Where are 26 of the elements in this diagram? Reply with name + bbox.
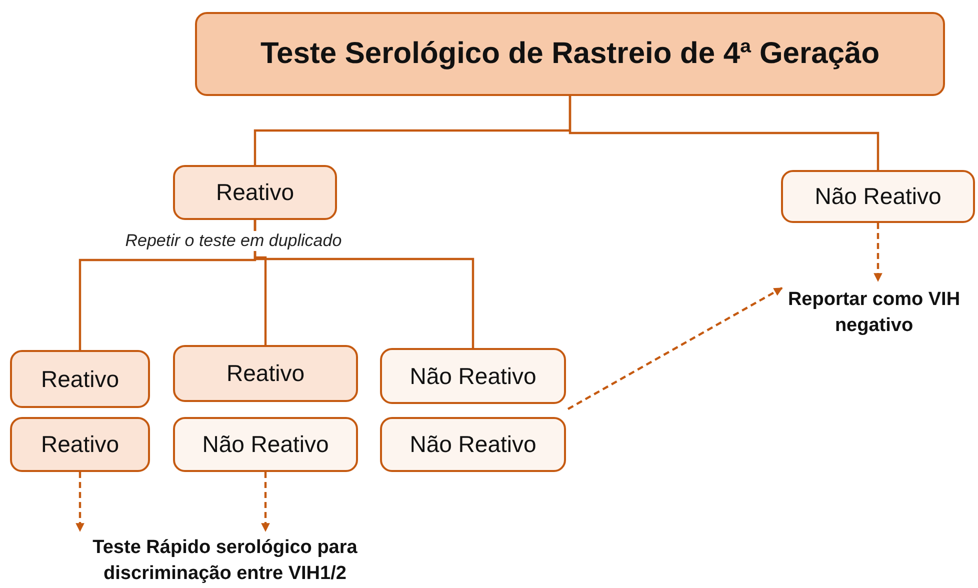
outcome-text: Reportar como VIH negativo xyxy=(786,288,962,338)
result-label: Não Reativo xyxy=(410,362,536,390)
title-text: Teste Serológico de Rastreio de 4ª Geração xyxy=(260,37,880,71)
result-box xyxy=(173,165,337,220)
connector-line xyxy=(568,96,880,170)
result-box xyxy=(380,417,566,472)
result-label: Reativo xyxy=(216,179,294,206)
result-box xyxy=(10,350,150,408)
result-label: Reativo xyxy=(41,366,119,392)
arrow xyxy=(76,472,84,532)
result-label: Reativo xyxy=(41,431,119,458)
result-box xyxy=(10,417,150,472)
arrow xyxy=(261,472,270,532)
result-label: Não Reativo xyxy=(410,431,536,458)
connector-line xyxy=(254,220,474,348)
result-label: Reativo xyxy=(226,360,304,387)
result-box xyxy=(173,417,358,472)
result-box xyxy=(173,345,358,402)
result-label: Não Reativo xyxy=(202,431,329,458)
header-box xyxy=(195,12,945,96)
result-box xyxy=(781,170,975,223)
arrow xyxy=(567,287,783,410)
arrow xyxy=(874,223,882,282)
result-box xyxy=(380,348,566,404)
result-label: Não Reativo xyxy=(814,183,942,210)
outcome-text: Teste Rápido serológico para discriminação entre VIH1/2 xyxy=(92,536,358,586)
